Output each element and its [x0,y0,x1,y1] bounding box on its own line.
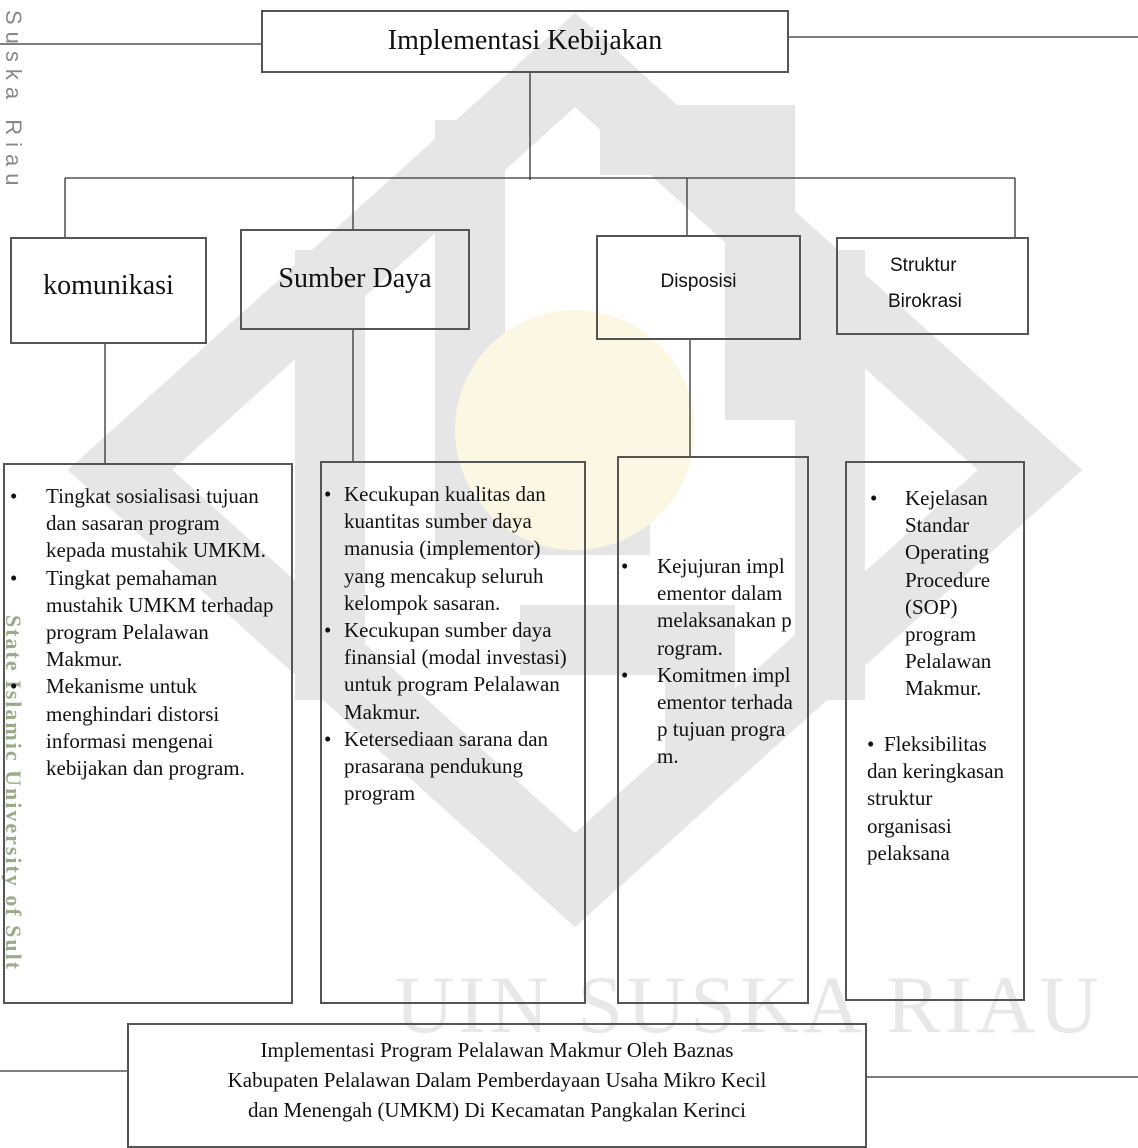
bullet-icon: • [867,732,875,756]
list-item: Kecukupan sumber daya finansial (modal i… [324,617,584,726]
detail-box-disposisi: Kejujuran implementor dalam melaksanakan… [617,456,809,1004]
category-label-struktur-line1: Struktur [890,255,957,276]
top-box-implementasi-kebijakan: Implementasi Kebijakan [261,10,789,73]
bottom-box-line3: dan Menengah (UMKM) Di Kecamatan Pangkal… [247,1098,746,1122]
category-label-komunikasi: komunikasi [43,270,174,301]
detail-list-sumber-daya: Kecukupan kualitas dan kuantitas sumber … [324,481,584,808]
top-box-label: Implementasi Kebijakan [387,25,663,56]
list-item: Mekanisme untuk menghindari distorsi inf… [10,673,282,782]
category-label-struktur-line2: Birokrasi [888,291,962,312]
watermark-side-text-top: Suska Riau [1,10,26,193]
watermark-center-text: UIN SUSKA RIAU [395,959,1103,1050]
detail-item-fleksibilitas: • Fleksibilitas dan keringkasan struktur… [867,731,1017,867]
list-item: Tingkat sosialisasi tujuan dan sasaran p… [10,483,282,565]
bottom-box-implementasi-program: Implementasi Program Pelalawan Makmur Ol… [127,1023,867,1148]
list-item: Kecukupan kualitas dan kuantitas sumber … [324,481,584,617]
category-box-komunikasi: komunikasi [10,237,207,344]
detail-list-komunikasi: Tingkat sosialisasi tujuan dan sasaran p… [10,483,282,782]
detail-item-sop: • Kejelasan Standar Operating Procedure … [870,485,1017,703]
category-box-disposisi: Disposisi [596,235,801,340]
detail-item-text: Fleksibilitas dan keringkasan struktur o… [867,732,1005,865]
detail-box-struktur-birokrasi: • Kejelasan Standar Operating Procedure … [845,461,1025,1001]
category-label-sumber-daya: Sumber Daya [278,263,432,294]
detail-list-disposisi: Kejujuran implementor dalam melaksanakan… [621,553,793,771]
detail-item-text: Kejelasan Standar Operating Procedure (S… [905,486,992,701]
detail-box-komunikasi: Tingkat sosialisasi tujuan dan sasaran p… [3,463,293,1004]
bottom-box-line1: Implementasi Program Pelalawan Makmur Ol… [260,1038,734,1062]
detail-box-sumber-daya: Kecukupan kualitas dan kuantitas sumber … [320,461,586,1004]
category-box-struktur-birokrasi: Struktur Birokrasi [836,237,1029,335]
list-item: Ketersediaan sarana dan prasarana penduk… [324,726,584,808]
category-box-sumber-daya: Sumber Daya [240,229,470,330]
bottom-box-line2: Kabupaten Pelalawan Dalam Pemberdayaan U… [227,1068,767,1092]
list-item: Komitmen implementor terhadap tujuan pro… [621,662,793,771]
category-label-disposisi: Disposisi [660,271,737,292]
bullet-icon: • [870,486,878,510]
list-item: Tingkat pemahaman mustahik UMKM terhadap… [10,565,282,674]
list-item: Kejujuran implementor dalam melaksanakan… [621,553,793,662]
